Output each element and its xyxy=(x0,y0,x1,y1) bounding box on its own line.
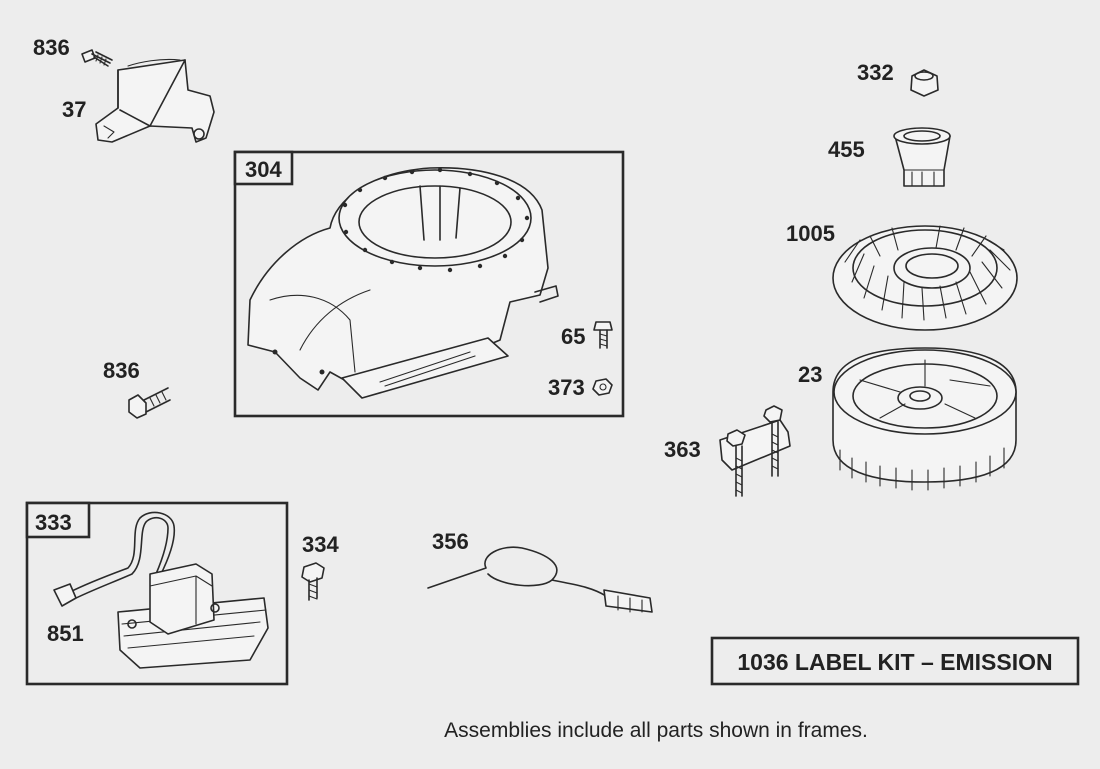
part-number-1005: 1005 xyxy=(786,221,835,246)
frame-333 xyxy=(25,501,289,686)
flywheel-23 xyxy=(832,347,1017,491)
frame-304 xyxy=(233,150,625,418)
screw-836-top xyxy=(81,49,113,67)
part-number-836-top: 836 xyxy=(33,35,70,60)
nut-332 xyxy=(910,69,939,97)
frame-number-333: 333 xyxy=(35,510,72,535)
screw-65 xyxy=(593,321,613,349)
part-number-851: 851 xyxy=(47,621,84,646)
bracket-363 xyxy=(719,405,791,497)
blower-housing-304 xyxy=(247,166,559,399)
screw-334 xyxy=(301,562,325,601)
part-number-65: 65 xyxy=(561,324,585,349)
part-number-455: 455 xyxy=(828,137,865,162)
ignition-armature-333 xyxy=(53,511,269,669)
fan-1005 xyxy=(832,225,1018,331)
part-number-373: 373 xyxy=(548,375,585,400)
label-kit-text: 1036 LABEL KIT – EMISSION xyxy=(737,649,1052,675)
part-number-334: 334 xyxy=(302,532,339,557)
frame-number-304: 304 xyxy=(245,157,282,182)
part-number-332: 332 xyxy=(857,60,894,85)
label-kit-box xyxy=(710,636,1080,686)
bolt-836-mid xyxy=(128,387,171,419)
assemblies-note: Assemblies include all parts shown in fr… xyxy=(444,719,868,742)
nut-373 xyxy=(592,378,613,396)
part-number-356: 356 xyxy=(432,529,469,554)
bracket-37 xyxy=(95,58,215,143)
part-number-363: 363 xyxy=(664,437,701,462)
part-number-836-mid: 836 xyxy=(103,358,140,383)
part-number-37: 37 xyxy=(62,97,86,122)
ground-wire-356 xyxy=(427,546,653,613)
part-number-23: 23 xyxy=(798,362,822,387)
starter-cup-455 xyxy=(893,127,951,187)
